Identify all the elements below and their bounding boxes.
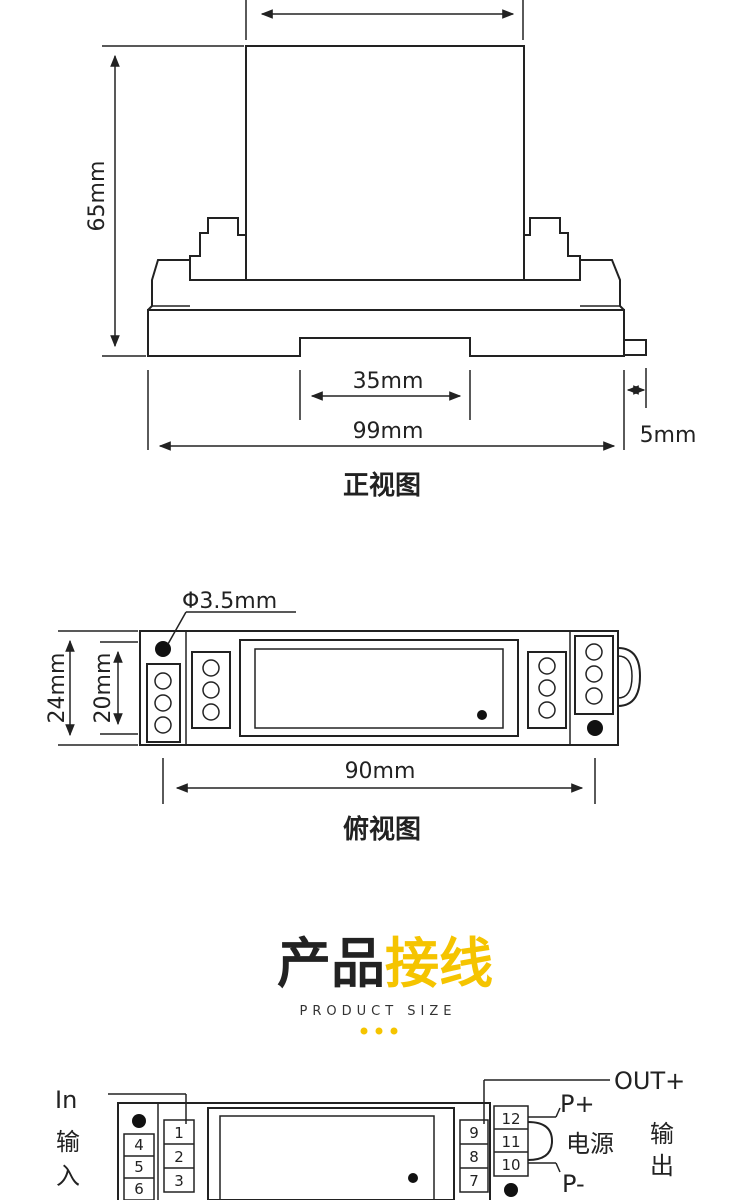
terminal-screw bbox=[585, 687, 603, 705]
base-top bbox=[189, 260, 581, 281]
left-terminal-block bbox=[123, 1133, 155, 1200]
terminal-screw bbox=[202, 659, 220, 677]
outer-height-label: 24mm bbox=[45, 653, 70, 724]
tab-label: 5mm bbox=[640, 423, 697, 448]
left-clip bbox=[147, 217, 247, 311]
front-view-caption: 正视图 bbox=[343, 471, 421, 501]
terminal-10: 10 bbox=[501, 1156, 520, 1174]
terminal-8: 8 bbox=[469, 1148, 479, 1166]
wiring-module-outline bbox=[117, 1102, 491, 1200]
terminal-screw bbox=[154, 716, 172, 734]
terminal-screw bbox=[585, 665, 603, 683]
out-plus-label: OUT+ bbox=[614, 1067, 685, 1095]
release-latch bbox=[617, 647, 642, 707]
mount-hole-right bbox=[587, 720, 603, 736]
wiring-window-inner bbox=[219, 1115, 435, 1200]
height-label: 65mm bbox=[85, 161, 110, 232]
output-label-1: 输 bbox=[650, 1120, 674, 1148]
accent-dot bbox=[360, 1027, 368, 1035]
p-minus-label: P- bbox=[562, 1170, 585, 1198]
wiring-title-accent: 接线 bbox=[385, 932, 493, 995]
inner-height-label: 20mm bbox=[91, 653, 116, 724]
accent-dot bbox=[375, 1027, 383, 1035]
right-clip bbox=[523, 217, 625, 311]
top-body bbox=[139, 630, 619, 746]
wiring-indicator-led bbox=[408, 1173, 418, 1183]
width-label: 99mm bbox=[353, 419, 424, 444]
terminal-9: 9 bbox=[469, 1124, 479, 1142]
accent-dot bbox=[390, 1027, 398, 1035]
terminal-6: 6 bbox=[134, 1180, 144, 1198]
terminal-screw bbox=[154, 672, 172, 690]
input-label-2: 入 bbox=[56, 1162, 80, 1190]
right-inner-terminal-block bbox=[527, 651, 567, 729]
terminal-screw bbox=[202, 703, 220, 721]
hole-label: Φ3.5mm bbox=[182, 589, 277, 614]
rail-label: 35mm bbox=[353, 369, 424, 394]
right-outer-terminal-block bbox=[574, 635, 614, 715]
left-inner-terminal-block bbox=[191, 651, 231, 729]
p-plus-tick bbox=[555, 1107, 561, 1118]
wiring-mount-hole-right bbox=[504, 1183, 518, 1197]
center-window-outer bbox=[239, 639, 519, 737]
wiring-mount-hole-left bbox=[132, 1114, 146, 1128]
terminal-4: 4 bbox=[134, 1136, 144, 1154]
module-base bbox=[147, 309, 625, 357]
terminal-screw bbox=[538, 701, 556, 719]
module-body bbox=[245, 45, 525, 281]
wiring-release-latch bbox=[527, 1121, 554, 1161]
p-minus-tick bbox=[555, 1162, 561, 1173]
top-view-caption: 俯视图 bbox=[343, 814, 421, 845]
terminal-1: 1 bbox=[174, 1124, 184, 1142]
in-label: In bbox=[55, 1086, 77, 1114]
top-view: Φ3.5mm 24mm 20mm 90mm 俯视图 bbox=[45, 589, 642, 845]
terminal-screw bbox=[538, 679, 556, 697]
wiring-title: 产品接线 bbox=[277, 932, 493, 995]
left-inner-terminal-block-w bbox=[163, 1119, 195, 1193]
terminal-2: 2 bbox=[174, 1148, 184, 1166]
wiring-heading: 产品接线 PRODUCT SIZE bbox=[277, 932, 493, 1035]
terminal-screw bbox=[154, 694, 172, 712]
top-width-label: 90mm bbox=[345, 759, 416, 784]
terminal-7: 7 bbox=[469, 1172, 479, 1190]
terminal-12: 12 bbox=[501, 1110, 520, 1128]
mount-hole-left bbox=[155, 641, 171, 657]
hole-leader bbox=[167, 611, 187, 645]
terminal-11: 11 bbox=[501, 1133, 520, 1151]
front-view: 65mm 35mm 99mm 5mm 正视图 bbox=[85, 0, 696, 501]
terminal-3: 3 bbox=[174, 1172, 184, 1190]
release-tab bbox=[623, 339, 647, 356]
terminal-screw bbox=[585, 643, 603, 661]
power-label: 电源 bbox=[566, 1130, 614, 1158]
terminal-screw bbox=[538, 657, 556, 675]
terminal-screw bbox=[202, 681, 220, 699]
wiring-subtitle: PRODUCT SIZE bbox=[300, 1004, 457, 1019]
indicator-led bbox=[477, 710, 487, 720]
output-label-2: 出 bbox=[650, 1152, 674, 1180]
right-inner-terminal-block-w bbox=[459, 1119, 489, 1193]
release-latch-inner bbox=[617, 655, 633, 699]
center-window-inner bbox=[254, 648, 504, 729]
wiring-window-outer bbox=[207, 1107, 455, 1200]
right-terminal-block bbox=[493, 1105, 529, 1177]
left-outer-terminal-block bbox=[146, 663, 181, 743]
p-plus-label: P+ bbox=[560, 1090, 595, 1118]
input-label-1: 输 bbox=[56, 1128, 80, 1156]
wiring-diagram: In 输 入 4 5 6 1 2 3 9 8 7 bbox=[55, 1067, 685, 1200]
terminal-5: 5 bbox=[134, 1158, 144, 1176]
wiring-title-dark: 产品 bbox=[277, 932, 385, 995]
